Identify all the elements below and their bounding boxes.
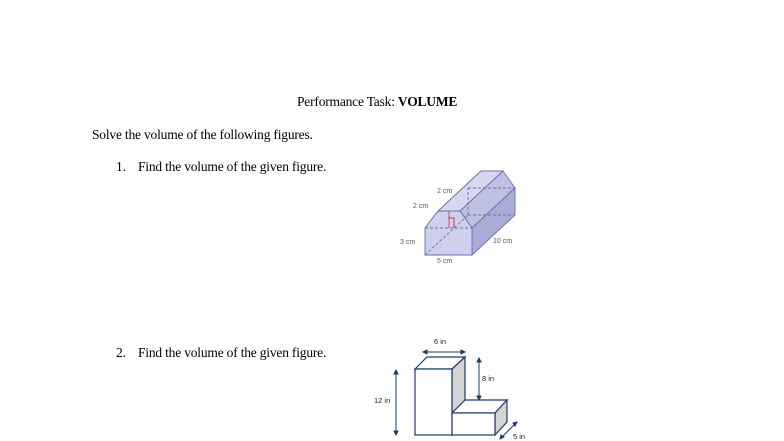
label-top-width: 2 cm	[437, 188, 452, 195]
label-height: 3 cm	[400, 239, 415, 246]
right-angle-mark	[449, 217, 455, 228]
label-length: 10 cm	[493, 238, 512, 245]
title-bold: VOLUME	[397, 94, 458, 109]
item-2-text: Find the volume of the given figure.	[138, 345, 327, 360]
composite-box-figure	[413, 355, 509, 437]
title-prefix: Performance Task:	[297, 94, 398, 109]
item-1-number: 1.	[116, 159, 127, 174]
small-box-front	[451, 412, 496, 436]
dimension-arrows	[393, 349, 518, 440]
label-height-in: 12 in	[374, 396, 390, 405]
item-1-text: Find the volume of the given figure.	[138, 159, 327, 174]
label-step-height: 8 in	[482, 374, 494, 383]
label-depth: 5 in	[513, 432, 525, 441]
label-width: 5 cm	[437, 258, 452, 265]
label-top-width-in: 6 in	[434, 337, 446, 346]
label-roof-height: 2 cm	[413, 203, 428, 210]
pentagonal-prism-figure	[424, 170, 516, 257]
tall-box-front	[414, 368, 453, 436]
item-2-number: 2.	[116, 345, 127, 360]
instructions: Solve the volume of the following figure…	[92, 127, 313, 142]
page-title: Performance Task: VOLUME	[297, 94, 457, 110]
